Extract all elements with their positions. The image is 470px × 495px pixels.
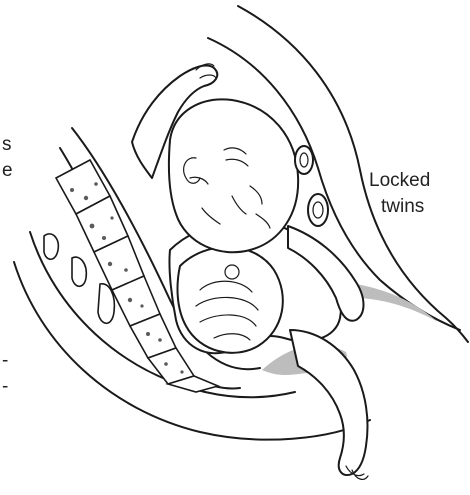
wall-detail-lower [308,194,328,226]
locked-twins-label-line1: Locked [369,170,430,192]
wall-detail-upper [295,146,313,174]
twin-head [169,99,298,252]
left-cut-label-3: - [2,350,8,372]
left-cut-label-2: e [2,160,13,182]
twin-belly [178,247,283,353]
left-cut-label-1: s [2,134,12,156]
pelvic-bone-fragment-1 [44,234,58,259]
locked-twins-label-line2: twins [381,196,424,218]
left-cut-label-4: - [2,376,8,398]
pelvic-bone-fragment-2 [72,257,86,286]
second-twin-leg [290,330,368,475]
